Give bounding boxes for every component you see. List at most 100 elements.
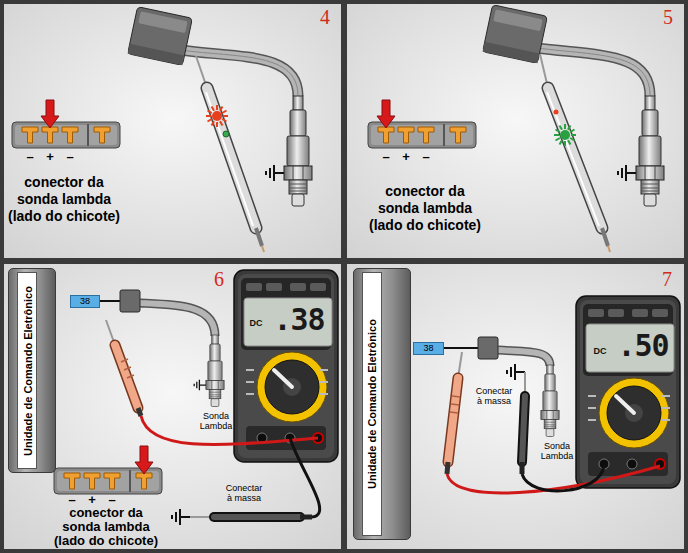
multimeter <box>576 296 680 488</box>
panel <box>4 264 341 549</box>
label-strip: Unidade de Comando Eletrônico <box>18 273 36 468</box>
part-label: Sonda Lambda <box>536 441 578 461</box>
wire-bundle <box>140 303 215 336</box>
lamp-light <box>206 105 228 127</box>
panel <box>4 4 341 258</box>
red-probe <box>448 378 458 462</box>
black-probe <box>214 514 300 520</box>
pin-polarity: – <box>23 150 37 163</box>
panel-number: 6 <box>207 268 231 290</box>
pin-polarity: + <box>399 150 413 163</box>
probe-grip <box>121 359 134 378</box>
harness-plug <box>478 337 498 359</box>
lamp-led <box>554 110 559 115</box>
test-lamp <box>207 88 256 228</box>
red-arrow <box>377 100 395 128</box>
label-strip: Unidade de Comando Eletrônico <box>363 273 381 535</box>
test-lamp <box>602 228 608 246</box>
lamp-light <box>554 124 576 146</box>
panel-6-art <box>54 270 338 525</box>
red-arrow <box>135 446 153 474</box>
connector-caption: conector da sonda lambda (lado do chicot… <box>50 506 162 548</box>
ground-symbol <box>266 165 284 181</box>
red-probe <box>447 462 448 474</box>
panel <box>347 264 684 549</box>
test-lamp <box>548 88 602 228</box>
pin-polarity: – <box>65 493 79 506</box>
harness-plug <box>483 5 548 64</box>
connector-caption: conector da sonda lambda (lado do chicot… <box>5 174 123 225</box>
pin-polarity: + <box>85 493 99 506</box>
pin-polarity: – <box>105 493 119 506</box>
pin-polarity: + <box>43 150 57 163</box>
red-probe <box>115 345 138 408</box>
probe-tip <box>262 246 264 252</box>
test-lamp <box>206 92 253 226</box>
connector-symbol <box>12 122 120 148</box>
connector-caption: conector da sonda lambda (lado do chicot… <box>366 183 484 234</box>
red-arrow <box>41 100 59 128</box>
red-probe <box>448 378 458 462</box>
pin-polarity: – <box>419 150 433 163</box>
ground-symbol <box>172 509 190 525</box>
black-lead <box>290 438 320 517</box>
unit-label: Unidade de Comando Eletrônico <box>18 273 36 468</box>
part-label: Sonda Lambda <box>195 411 237 431</box>
black-probe <box>214 512 300 522</box>
signal-wire <box>440 347 478 349</box>
panel-7-art <box>440 296 680 493</box>
wire-bundle <box>180 50 298 96</box>
red-lead <box>447 466 660 493</box>
multimeter <box>234 270 338 462</box>
lcd-reading: .38 <box>268 304 330 336</box>
lambda-sensor <box>206 335 224 407</box>
red-probe <box>115 345 138 408</box>
control-unit: Unidade de Comando Eletrônico <box>8 268 56 473</box>
lambda-sensor <box>541 365 559 437</box>
pin-tag: 38 <box>413 342 444 355</box>
pin-polarity: – <box>379 150 393 163</box>
black-probe <box>522 396 525 462</box>
ground-symbol <box>194 380 206 390</box>
black-lead <box>522 466 604 491</box>
probe-grip <box>450 396 460 413</box>
lambda-sensor <box>636 96 664 206</box>
pin-number: 38 <box>414 343 443 354</box>
test-lamp <box>548 88 602 228</box>
ground-symbol <box>618 165 636 181</box>
panel-number: 5 <box>656 6 680 28</box>
panel <box>347 4 684 258</box>
wire-bundle <box>180 50 298 96</box>
wire-bundle <box>140 303 215 336</box>
control-unit: Unidade de Comando Eletrônico <box>353 268 411 540</box>
panel-number: 7 <box>655 268 679 290</box>
black-probe <box>520 462 525 474</box>
lambda-sensor <box>194 335 224 407</box>
wire-bundle <box>498 350 550 366</box>
ground-note: Conectar à massa <box>473 386 515 406</box>
test-lamp <box>547 92 599 226</box>
lambda-sensor <box>284 96 312 206</box>
harness-plug <box>128 7 193 66</box>
black-probe <box>300 515 312 520</box>
lcd-reading: .50 <box>612 330 674 362</box>
ground-note: Conectar à massa <box>223 483 265 503</box>
probe-tip <box>608 246 610 252</box>
red-probe <box>138 408 141 416</box>
lcd-mode: DC <box>590 346 610 356</box>
wire-bundle <box>180 50 298 96</box>
pin-number: 38 <box>71 296 99 307</box>
ground-symbol <box>507 364 525 380</box>
panel-number: 4 <box>313 6 337 28</box>
black-probe <box>522 396 525 462</box>
pin-polarity: – <box>63 150 77 163</box>
lcd-mode: DC <box>246 318 266 328</box>
test-lamp <box>256 228 262 246</box>
unit-label: Unidade de Comando Eletrônico <box>363 273 381 535</box>
pin-tag: 38 <box>70 295 100 308</box>
lamp-led <box>223 131 229 137</box>
test-lamp <box>207 88 256 228</box>
harness-plug <box>120 290 140 312</box>
